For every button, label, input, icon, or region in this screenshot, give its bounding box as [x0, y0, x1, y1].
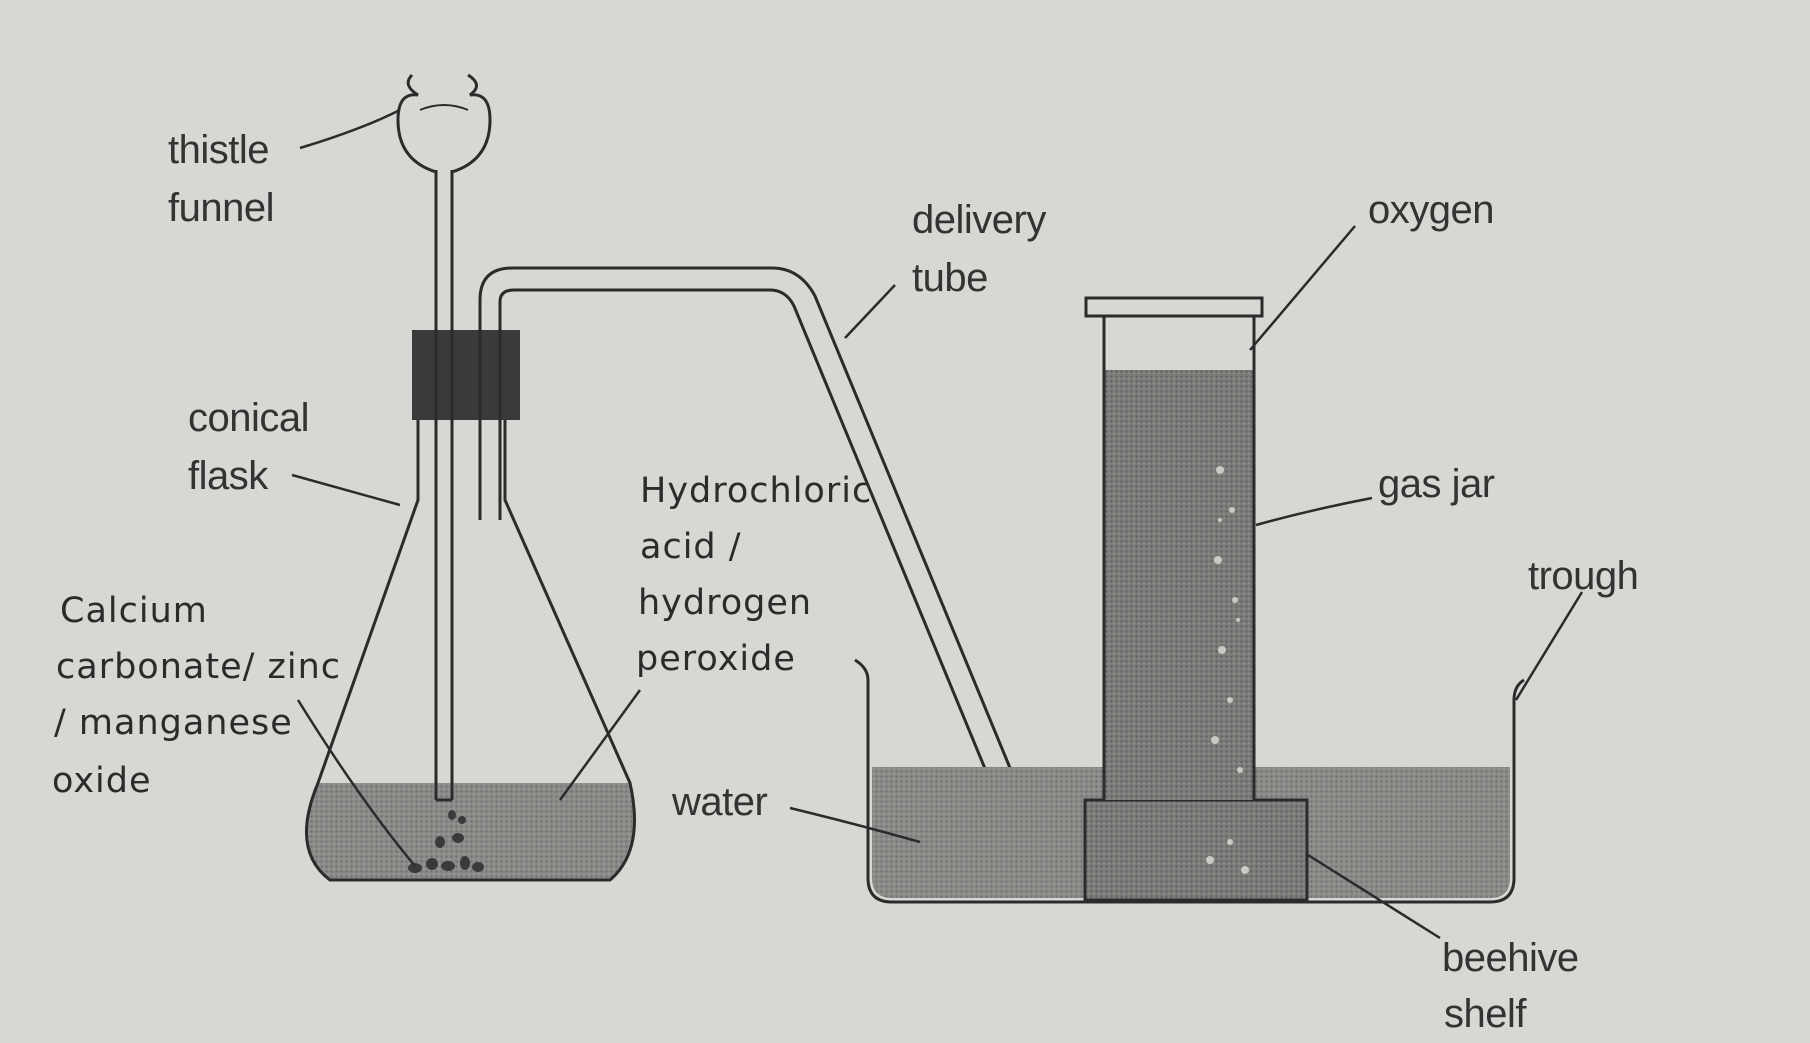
label-water: water: [672, 780, 768, 824]
oxygen-gas-space: [1104, 316, 1254, 370]
label-funnel: funnel: [168, 186, 274, 230]
label-shelf: shelf: [1444, 992, 1527, 1036]
leader-delivery-tube: [844, 284, 896, 339]
solid-particles: [408, 810, 484, 873]
rubber-stopper: [412, 330, 520, 420]
label-conical: conical: [188, 396, 310, 440]
label-trough: trough: [1528, 554, 1639, 598]
leader-thistle-funnel: [299, 108, 401, 150]
conical-flask: [305, 330, 636, 882]
label-acid-4: peroxide: [636, 639, 796, 679]
label-oxygen: oxygen: [1368, 188, 1494, 232]
label-reactant-1: Calcium: [60, 591, 208, 631]
flask-acid-liquid: [306, 783, 635, 880]
delivery-tube-outer: [478, 266, 1178, 837]
label-flask: flask: [188, 454, 268, 498]
leader-conical-flask: [291, 473, 401, 507]
leader-trough: [1514, 591, 1584, 701]
label-delivery: delivery: [912, 198, 1046, 242]
leader-water: [789, 806, 921, 844]
label-reactant-4: oxide: [52, 761, 152, 801]
leader-reactant: [296, 699, 416, 867]
gas-jar-water: [1104, 370, 1254, 800]
label-tube: tube: [912, 256, 988, 300]
beehive-shelf: [1083, 798, 1309, 902]
label-reactant-3: / manganese: [54, 703, 293, 743]
gas-jar-lid: [1084, 296, 1264, 318]
gas-bubbles: [1206, 466, 1249, 874]
label-beehive: beehive: [1442, 936, 1579, 980]
gas-jar: [1084, 296, 1264, 874]
label-acid-3: hydrogen: [638, 583, 813, 623]
flask-outline: [305, 330, 636, 882]
label-acid-1: Hydrochloric: [640, 471, 873, 511]
label-reactant-2: carbonate/ zinc: [56, 647, 342, 687]
thistle-funnel: [396, 73, 492, 802]
leader-gas-jar: [1255, 496, 1373, 527]
label-thistle: thistle: [168, 128, 270, 172]
leader-beehive-shelf: [1307, 853, 1441, 940]
label-gas-jar: gas jar: [1378, 462, 1495, 506]
leader-lines: [291, 108, 1584, 940]
label-acid-2: acid /: [640, 527, 742, 567]
trough-outline: [854, 658, 1525, 904]
leader-oxygen: [1249, 225, 1356, 351]
leader-acid: [558, 689, 642, 801]
